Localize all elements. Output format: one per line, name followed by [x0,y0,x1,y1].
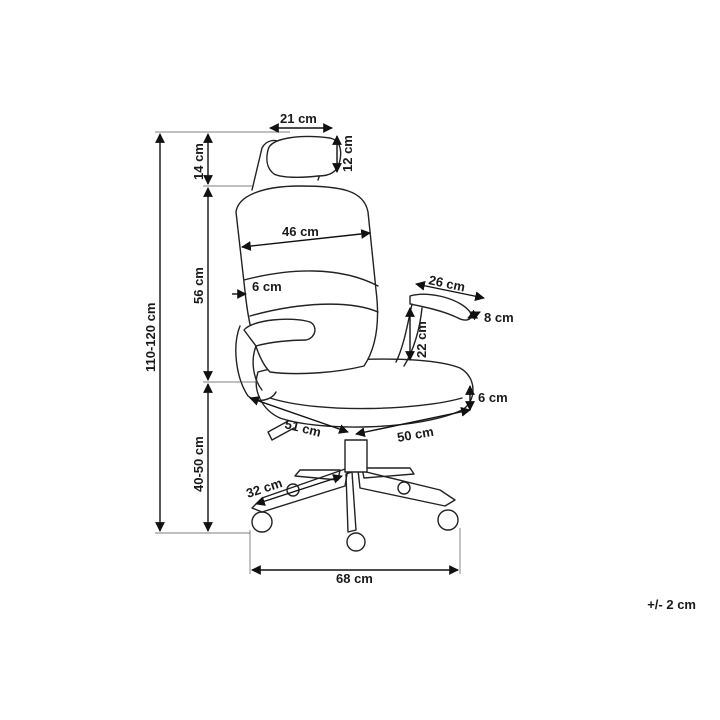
label-armrest-height: 22 cm [414,321,429,358]
label-backrest-thickness: 6 cm [252,279,282,294]
label-armrest-width: 8 cm [484,310,514,325]
dimension-labels: 21 cm 12 cm 14 cm 46 cm 56 cm 6 cm 110-1… [143,111,514,586]
label-backrest-width: 46 cm [282,224,319,239]
label-seat-height: 40-50 cm [191,436,206,492]
tolerance-note: +/- 2 cm [647,597,696,612]
label-seat-width: 50 cm [396,424,435,445]
label-backrest-height: 56 cm [191,267,206,304]
label-armrest-length: 26 cm [427,272,466,294]
label-headrest-height: 12 cm [340,135,355,172]
label-headrest-width: 21 cm [280,111,317,126]
label-total-height: 110-120 cm [143,303,158,372]
label-base-width: 68 cm [336,571,373,586]
label-headrest-top: 14 cm [191,143,206,180]
label-seat-thickness: 6 cm [478,390,508,405]
dimension-lines [155,123,485,575]
